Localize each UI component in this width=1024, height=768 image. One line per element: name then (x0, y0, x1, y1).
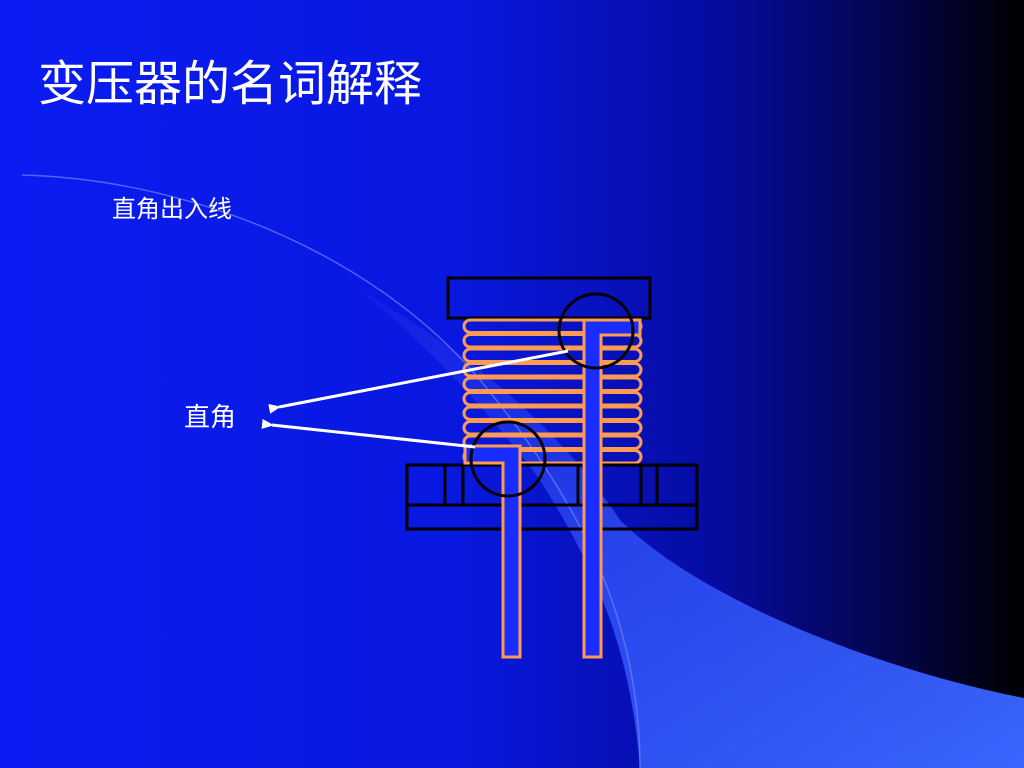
base-outer (405, 463, 699, 531)
coil-turn (462, 405, 643, 421)
coil-turn (462, 376, 643, 392)
coil-winding (462, 318, 643, 465)
bobbin-top-flange (446, 276, 652, 320)
slide-subtitle: 直角出入线 (112, 195, 232, 223)
right-angle-label: 直角 (184, 403, 237, 433)
bobbin-base (405, 463, 699, 531)
coil-turn (462, 391, 643, 407)
coil-turn (462, 420, 643, 436)
background-curve-line (21, 174, 641, 768)
right-angle-marker-bottom (469, 420, 547, 498)
slide-title: 变压器的名词解释 (38, 56, 423, 112)
coil-turn (462, 434, 643, 450)
coil-turn (462, 347, 643, 363)
right-angle-marker-top (557, 292, 635, 370)
callout-arrow-top (268, 349, 569, 414)
inner-lead-wire (463, 444, 522, 659)
callout-arrow-bottom (261, 418, 476, 449)
outer-lead-wire (582, 318, 642, 659)
background-sweep (360, 290, 1024, 768)
coil-turn (462, 333, 643, 349)
